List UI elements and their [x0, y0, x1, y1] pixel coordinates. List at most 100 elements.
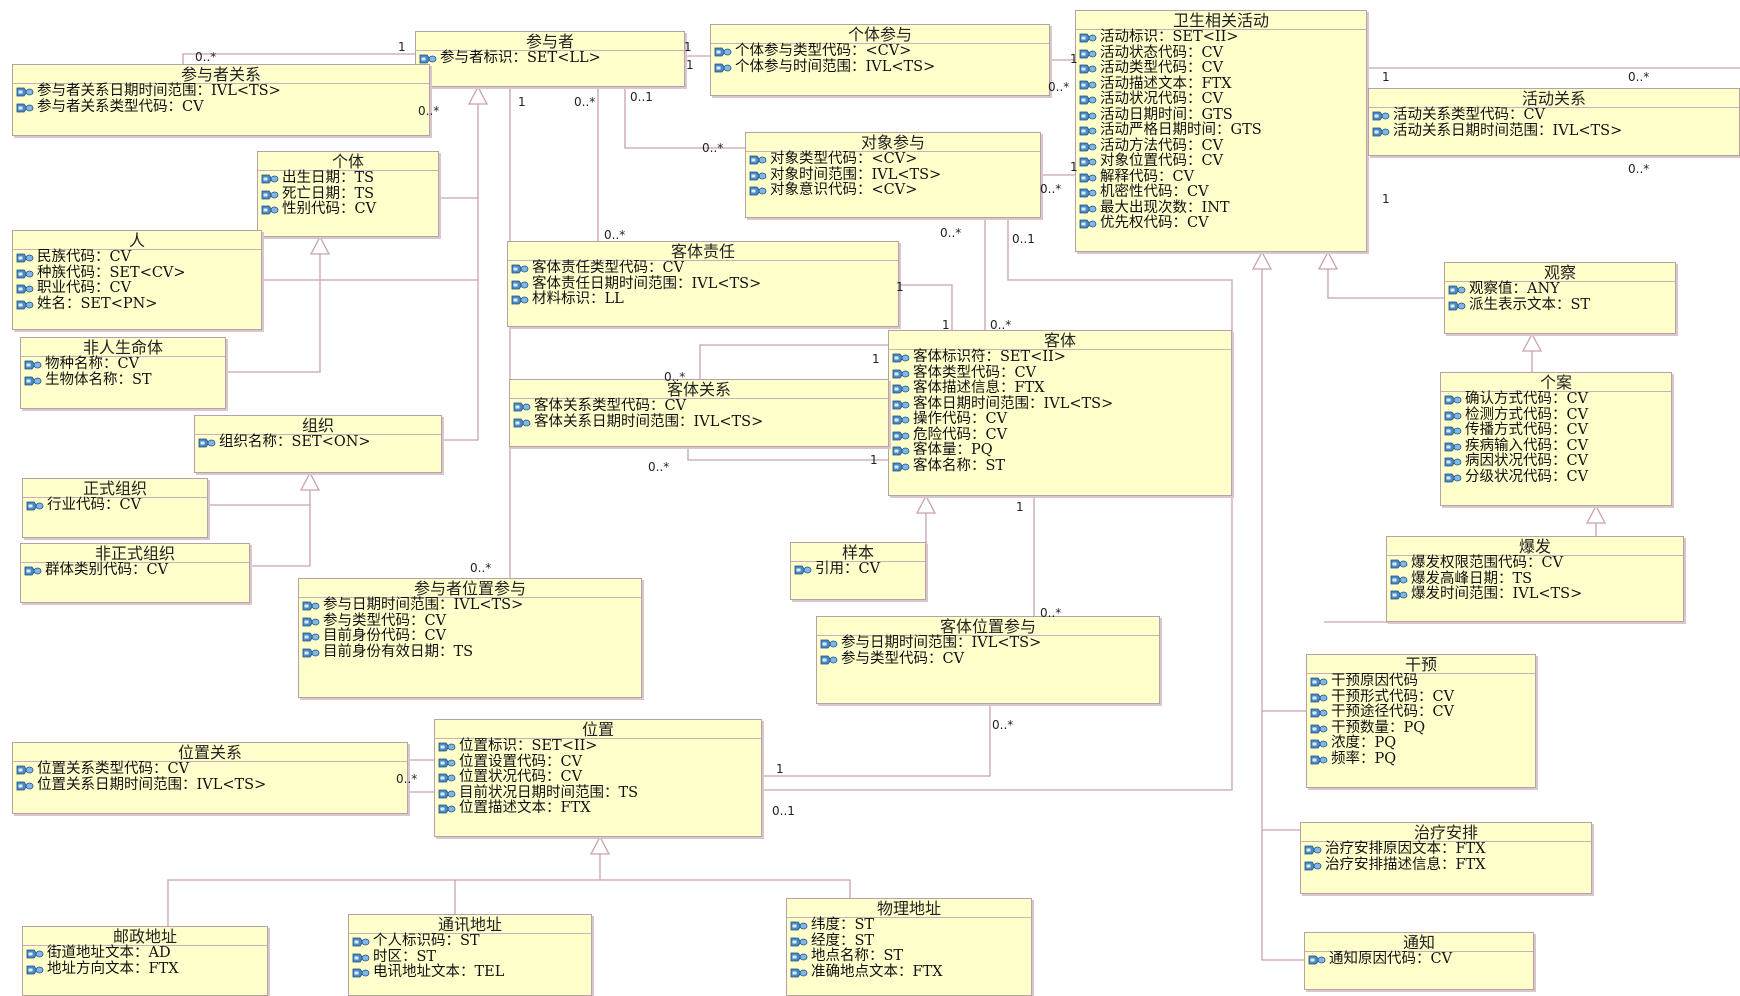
attribute-icon — [26, 501, 44, 511]
class-box-informal-org[interactable]: 非正式组织群体类别代码：CV — [20, 543, 250, 603]
attribute-text: 参与日期时间范围：IVL<TS> — [841, 635, 1042, 651]
attribute-icon — [24, 360, 42, 370]
generalization-arrow-icon — [589, 835, 611, 855]
multiplicity-label: 1 — [870, 453, 878, 467]
class-attribute: 死亡日期：TS — [258, 185, 438, 203]
attribute-icon — [1310, 677, 1328, 687]
generalization-arrow-icon — [1317, 250, 1339, 270]
multiplicity-label: 0..* — [940, 226, 962, 240]
class-attribute: 群体类别代码：CV — [21, 562, 249, 579]
attribute-text: 位置描述文本：FTX — [459, 800, 591, 816]
multiplicity-label: 0..1 — [630, 90, 653, 104]
class-title: 活动关系 — [1369, 89, 1739, 108]
multiplicity-label: 0..* — [418, 104, 440, 118]
class-box-formal-org[interactable]: 正式组织行业代码：CV — [22, 478, 208, 538]
attribute-icon — [16, 781, 34, 790]
association-line — [1327, 252, 1444, 299]
multiplicity-label: 0..* — [195, 50, 217, 64]
class-attribute: 治疗安排描述信息：FTX — [1301, 857, 1591, 874]
multiplicity-label: 1 — [1382, 192, 1390, 206]
class-box-object-participation[interactable]: 对象参与对象类型代码：<CV>对象时间范围：IVL<TS>对象意识代码：<CV> — [745, 132, 1041, 218]
attribute-icon — [352, 937, 370, 947]
class-box-specimen[interactable]: 样本引用：CV — [790, 542, 926, 600]
multiplicity-label: 0..* — [1628, 162, 1650, 176]
attribute-text: 个体参与时间范围：IVL<TS> — [735, 58, 936, 75]
attribute-text: 活动方法代码：CV — [1100, 137, 1224, 154]
generalization-arrow-icon — [309, 235, 331, 255]
class-attribute: 病因状况代码：CV — [1441, 453, 1671, 470]
multiplicity-label: 0..* — [1040, 182, 1062, 196]
attribute-icon — [1079, 204, 1097, 213]
class-title: 组织 — [195, 416, 441, 435]
attribute-text: 干预形式代码：CV — [1331, 688, 1455, 705]
attribute-icon — [352, 968, 370, 978]
attribute-text: 频率：PQ — [1331, 750, 1397, 767]
association-line — [250, 505, 311, 567]
multiplicity-label: 1 — [776, 762, 784, 776]
attribute-text: 活动类型代码：CV — [1100, 60, 1224, 76]
attribute-text: 活动状况代码：CV — [1100, 91, 1224, 107]
class-attribute: 对象时间范围：IVL<TS> — [746, 167, 1040, 184]
class-attribute: 活动日期时间：GTS — [1076, 107, 1366, 124]
attribute-text: 活动描述文本：FTX — [1100, 75, 1232, 92]
class-title: 样本 — [791, 543, 925, 562]
class-box-notification[interactable]: 通知通知原因代码：CV — [1304, 932, 1534, 990]
class-attribute: 参与者标识：SET<LL> — [416, 50, 684, 67]
class-attribute: 干预形式代码：CV — [1307, 688, 1535, 706]
class-attribute: 浓度：PQ — [1307, 735, 1535, 752]
attribute-icon — [892, 369, 910, 378]
class-title: 客体责任 — [508, 242, 898, 261]
attribute-icon — [352, 953, 370, 962]
class-attribute: 种族代码：SET<CV> — [13, 264, 261, 282]
class-attribute: 最大出现次数：INT — [1076, 200, 1366, 217]
class-box-individual-participation[interactable]: 个体参与个体参与类型代码：<CV>个体参与时间范围：IVL<TS> — [710, 24, 1050, 96]
attribute-text: 死亡日期：TS — [282, 185, 375, 202]
class-attribute: 治疗安排原因文本：FTX — [1301, 841, 1591, 858]
attribute-icon — [1390, 575, 1408, 584]
class-box-organization[interactable]: 组织组织名称：SET<ON> — [194, 415, 442, 473]
class-attribute: 对象意识代码：<CV> — [746, 182, 1040, 199]
attribute-text: 个体参与类型代码：<CV> — [735, 43, 912, 59]
class-box-participant[interactable]: 参与者参与者标识：SET<LL> — [415, 31, 685, 87]
attribute-text: 生物体名称：ST — [45, 371, 152, 388]
attribute-icon — [26, 965, 44, 974]
class-box-participant-relation[interactable]: 参与者关系参与者关系日期时间范围：IVL<TS>参与者关系类型代码：CV — [12, 64, 430, 136]
attribute-text: 优先权代码：CV — [1100, 215, 1209, 231]
class-attribute: 位置关系类型代码：CV — [13, 761, 407, 778]
class-attribute: 参与类型代码：CV — [299, 613, 641, 630]
class-title: 正式组织 — [23, 479, 207, 498]
attribute-text: 客体日期时间范围：IVL<TS> — [913, 395, 1114, 412]
attribute-text: 位置关系类型代码：CV — [37, 761, 190, 777]
attribute-icon — [892, 400, 910, 409]
attribute-text: 位置设置代码：CV — [459, 753, 583, 770]
attribute-text: 客体描述信息：FTX — [913, 380, 1045, 396]
attribute-icon — [16, 253, 34, 263]
class-attribute: 姓名：SET<PN> — [13, 296, 261, 313]
class-box-entity-location[interactable]: 客体位置参与参与日期时间范围：IVL<TS>参与类型代码：CV — [816, 616, 1160, 704]
attribute-text: 客体关系类型代码：CV — [534, 398, 687, 414]
attribute-text: 种族代码：SET<CV> — [37, 264, 186, 281]
attribute-text: 病因状况代码：CV — [1465, 453, 1589, 469]
association-line — [899, 284, 953, 330]
class-title: 个体 — [258, 152, 438, 171]
multiplicity-label: 0..* — [1628, 70, 1650, 84]
